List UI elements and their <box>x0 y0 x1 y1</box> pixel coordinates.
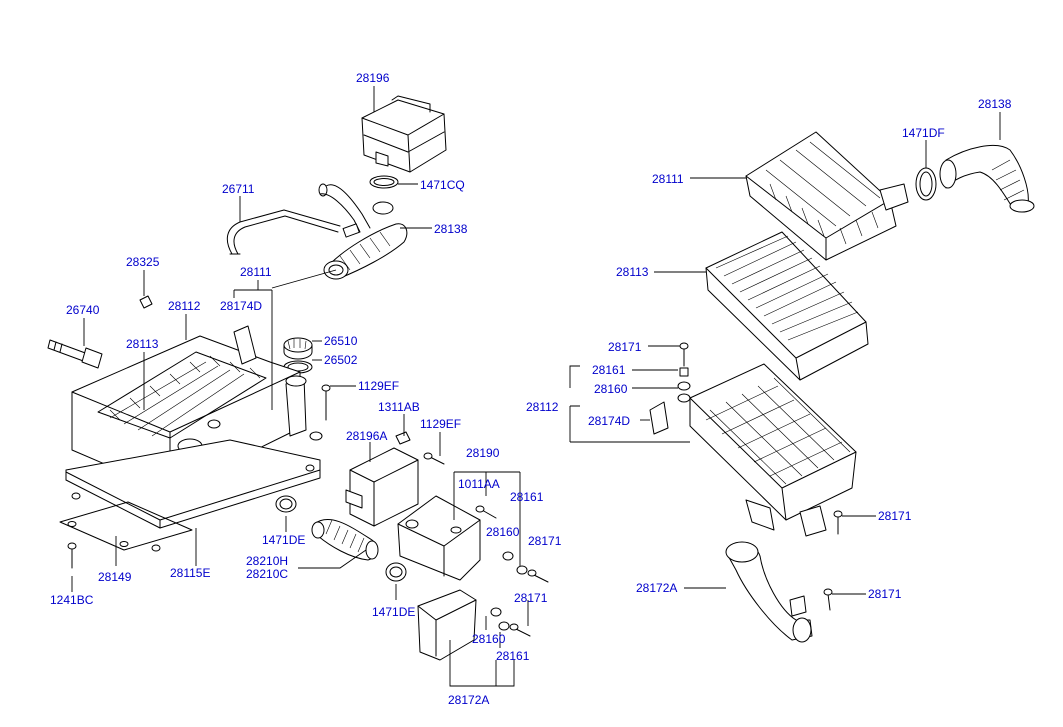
clamp-1471DE-lower <box>385 562 407 582</box>
label-28171-right-bottom: 28171 <box>868 587 902 601</box>
clamp-1471CQ <box>369 175 399 189</box>
label-28196A: 28196A <box>346 429 387 443</box>
label-28160-mid: 28160 <box>486 525 520 539</box>
label-28190: 28190 <box>466 446 500 460</box>
bolt-28171-right-mid <box>833 510 843 535</box>
label-28138-right: 28138 <box>978 97 1012 111</box>
label-1471DE-lower: 1471DE <box>372 605 415 619</box>
air-cleaner-cover-28111 <box>745 131 909 261</box>
label-26740: 26740 <box>66 303 100 317</box>
label-1311AB: 1311AB <box>378 400 420 414</box>
resonator-28196 <box>361 95 447 173</box>
lower-case-28115E <box>65 439 321 552</box>
label-28172A-left: 28172A <box>448 693 489 707</box>
label-28111-right: 28111 <box>652 172 684 186</box>
label-28149: 28149 <box>98 570 132 584</box>
intake-hose-28138 <box>318 183 408 280</box>
label-28210C: 28210C <box>246 567 288 581</box>
label-28160-lower: 28160 <box>472 632 506 646</box>
part-labels: 28196 1471CQ 26711 28138 28325 28111 281… <box>50 71 1012 707</box>
gasket-28149 <box>59 501 193 551</box>
label-28113-right: 28113 <box>616 265 649 279</box>
intake-hose-28138-right <box>939 144 1035 213</box>
air-duct-28172A-right <box>725 541 813 643</box>
label-1011AA: 1011AA <box>458 477 500 491</box>
leader-lines <box>71 86 1001 687</box>
bushing-28161-right <box>679 367 689 377</box>
label-28174D-right: 28174D <box>588 414 630 428</box>
filter-element-28113 <box>705 231 869 381</box>
bolt-28171-right-bottom <box>823 588 833 611</box>
label-28171-right-mid: 28171 <box>878 509 912 523</box>
bolt-1011AA <box>475 505 497 519</box>
label-28174D-left: 28174D <box>220 299 262 313</box>
resonator-28196A <box>345 447 419 527</box>
label-28160-right: 28160 <box>594 382 628 396</box>
label-28210H: 28210H <box>246 554 288 568</box>
bushing-28161-a <box>516 565 528 575</box>
label-1471DE-upper: 1471DE <box>262 533 305 547</box>
cap-26510 <box>283 337 313 360</box>
label-28196: 28196 <box>356 71 390 85</box>
label-28112-right: 28112 <box>526 400 559 414</box>
label-28172A-right: 28172A <box>636 581 677 595</box>
label-28138-left: 28138 <box>434 222 468 236</box>
label-28161-mid: 28161 <box>510 490 544 504</box>
label-28111-left: 28111 <box>240 265 272 279</box>
collar-28160-right <box>677 381 691 391</box>
label-1471DF: 1471DF <box>902 126 945 140</box>
bolt-28171-a <box>527 569 549 583</box>
collar-28160-a <box>502 551 514 561</box>
label-28171-mid: 28171 <box>528 534 562 548</box>
breather-fitting-26740 <box>47 339 103 369</box>
air-cleaner-case-28112 <box>677 363 857 537</box>
resonator-28190 <box>397 495 481 581</box>
bolt-1129EF-lower <box>423 452 445 465</box>
label-28161-right: 28161 <box>592 363 626 377</box>
label-28115E: 28115E <box>170 566 210 580</box>
bracket-28174D-right <box>649 401 669 435</box>
nut-1311AB <box>395 431 411 445</box>
breather-hose-26711 <box>226 209 341 255</box>
label-1241BC: 1241BC <box>50 593 94 607</box>
label-26510: 26510 <box>324 334 358 348</box>
label-28325: 28325 <box>126 255 160 269</box>
label-28171-lower: 28171 <box>514 591 548 605</box>
label-28113-left: 28113 <box>126 337 159 351</box>
label-26711: 26711 <box>222 182 255 196</box>
clamp-1471DE-upper <box>275 495 297 513</box>
label-1471CQ: 1471CQ <box>420 178 465 192</box>
intake-hose-28210 <box>311 519 379 561</box>
label-1129EF-upper: 1129EF <box>358 379 399 393</box>
bolt-1241BC <box>67 542 77 569</box>
grommet-28325 <box>139 295 153 309</box>
label-28161-lower: 28161 <box>496 649 530 663</box>
label-1129EF-lower: 1129EF <box>420 417 461 431</box>
air-duct-28172A-left <box>417 589 531 661</box>
label-28112-left: 28112 <box>168 299 201 313</box>
clamp-1471DF <box>915 167 937 201</box>
bolt-1129EF-upper <box>309 384 331 441</box>
label-28171-right-upper: 28171 <box>608 340 642 354</box>
bolt-28171-right-upper <box>679 342 689 367</box>
label-26502: 26502 <box>324 353 358 367</box>
